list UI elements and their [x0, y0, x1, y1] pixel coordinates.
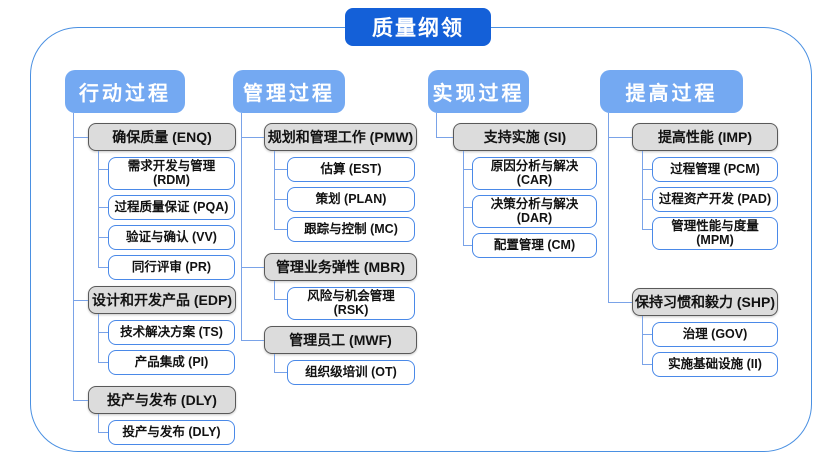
group-node[interactable]: 管理业务弹性 (MBR) — [264, 253, 417, 281]
group-item: 管理业务弹性 (MBR) 风险与机会管理 (RSK) — [241, 242, 417, 320]
leaf-item: 产品集成 (PI) — [98, 344, 236, 375]
leaf-item: 过程管理 (PCM) — [642, 151, 778, 182]
group-node[interactable]: 投产与发布 (DLY) — [88, 385, 236, 414]
leaf-list: 需求开发与管理 (RDM) 过程质量保证 (PQA) 验证与确认 (VV) 同行评审 … — [98, 151, 236, 280]
column-implementation: 实现过程支持实施 (SI) 原因分析与解决 (CAR) 决策分析与解决 (DAR) 配… — [428, 70, 597, 258]
leaf-node[interactable]: 投产与发布 (DLY) — [108, 419, 235, 445]
leaf-node[interactable]: 技术解决方案 (TS) — [108, 319, 235, 345]
column-header-improvement[interactable]: 提高过程 — [600, 70, 743, 113]
leaf-list: 风险与机会管理 (RSK) — [274, 281, 417, 320]
leaf-list: 技术解决方案 (TS) 产品集成 (PI) — [98, 313, 236, 375]
group-item: 保持习惯和毅力 (SHP) 治理 (GOV) 实施基础设施 (II) — [608, 249, 778, 377]
leaf-node[interactable]: 治理 (GOV) — [652, 321, 778, 347]
column-management: 管理过程规划和管理工作 (PMW) 估算 (EST) 策划 (PLAN) 跟踪与控制 … — [233, 70, 417, 385]
leaf-node[interactable]: 管理性能与度量 (MPM) — [652, 217, 778, 250]
leaf-item: 策划 (PLAN) — [274, 182, 417, 212]
leaf-list: 过程管理 (PCM) 过程资产开发 (PAD) 管理性能与度量 (MPM) — [642, 151, 778, 250]
group-node[interactable]: 设计和开发产品 (EDP) — [88, 285, 236, 314]
leaf-item: 过程资产开发 (PAD) — [642, 182, 778, 212]
leaf-item: 跟踪与控制 (MC) — [274, 212, 417, 242]
group-item: 管理员工 (MWF) 组织级培训 (OT) — [241, 319, 417, 385]
leaf-node[interactable]: 决策分析与解决 (DAR) — [472, 194, 597, 228]
leaf-node[interactable]: 产品集成 (PI) — [108, 349, 235, 375]
leaf-node[interactable]: 实施基础设施 (II) — [652, 351, 778, 377]
leaf-node[interactable]: 风险与机会管理 (RSK) — [287, 287, 415, 320]
leaf-node[interactable]: 配置管理 (CM) — [472, 232, 597, 258]
leaf-item: 治理 (GOV) — [642, 315, 778, 347]
column-action: 行动过程确保质量 (ENQ) 需求开发与管理 (RDM) 过程质量保证 (PQA) 验… — [65, 70, 236, 445]
leaf-list: 估算 (EST) 策划 (PLAN) 跟踪与控制 (MC) — [274, 151, 417, 242]
leaf-item: 组织级培训 (OT) — [274, 353, 417, 385]
column-header-management[interactable]: 管理过程 — [233, 70, 345, 113]
leaf-list: 组织级培训 (OT) — [274, 353, 417, 385]
leaf-node[interactable]: 策划 (PLAN) — [287, 187, 415, 212]
leaf-node[interactable]: 过程管理 (PCM) — [652, 157, 778, 182]
leaf-node[interactable]: 需求开发与管理 (RDM) — [108, 157, 235, 190]
leaf-item: 配置管理 (CM) — [463, 227, 597, 258]
leaf-item: 同行评审 (PR) — [98, 249, 236, 280]
leaf-item: 过程质量保证 (PQA) — [98, 189, 236, 220]
leaf-item: 投产与发布 (DLY) — [98, 413, 236, 445]
group-item: 支持实施 (SI) 原因分析与解决 (CAR) 决策分析与解决 (DAR) 配置管理 … — [436, 113, 597, 258]
group-item: 确保质量 (ENQ) 需求开发与管理 (RDM) 过程质量保证 (PQA) 验证与确认… — [73, 113, 236, 280]
column-header-action[interactable]: 行动过程 — [65, 70, 185, 113]
leaf-node[interactable]: 过程质量保证 (PQA) — [108, 194, 235, 220]
group-list: 规划和管理工作 (PMW) 估算 (EST) 策划 (PLAN) 跟踪与控制 (MC)… — [241, 113, 417, 385]
leaf-node[interactable]: 估算 (EST) — [287, 157, 415, 182]
group-list: 提高性能 (IMP) 过程管理 (PCM) 过程资产开发 (PAD) 管理性能与度量 … — [608, 113, 778, 377]
leaf-list: 投产与发布 (DLY) — [98, 413, 236, 445]
column-header-implementation[interactable]: 实现过程 — [428, 70, 529, 113]
group-node[interactable]: 管理员工 (MWF) — [264, 325, 417, 354]
leaf-item: 验证与确认 (VV) — [98, 219, 236, 250]
group-item: 设计和开发产品 (EDP) 技术解决方案 (TS) 产品集成 (PI) — [73, 279, 236, 375]
group-item: 投产与发布 (DLY) 投产与发布 (DLY) — [73, 374, 236, 445]
leaf-item: 管理性能与度量 (MPM) — [642, 212, 778, 250]
leaf-item: 估算 (EST) — [274, 151, 417, 182]
leaf-item: 需求开发与管理 (RDM) — [98, 151, 236, 190]
leaf-node[interactable]: 原因分析与解决 (CAR) — [472, 157, 597, 190]
leaf-item: 风险与机会管理 (RSK) — [274, 281, 417, 320]
group-node[interactable]: 规划和管理工作 (PMW) — [264, 123, 417, 151]
group-node[interactable]: 确保质量 (ENQ) — [88, 123, 236, 151]
group-node[interactable]: 支持实施 (SI) — [453, 123, 597, 151]
leaf-item: 实施基础设施 (II) — [642, 346, 778, 377]
group-list: 确保质量 (ENQ) 需求开发与管理 (RDM) 过程质量保证 (PQA) 验证与确认… — [73, 113, 236, 445]
leaf-node[interactable]: 验证与确认 (VV) — [108, 224, 235, 250]
group-item: 提高性能 (IMP) 过程管理 (PCM) 过程资产开发 (PAD) 管理性能与度量 … — [608, 113, 778, 250]
leaf-list: 治理 (GOV) 实施基础设施 (II) — [642, 315, 778, 377]
group-item: 规划和管理工作 (PMW) 估算 (EST) 策划 (PLAN) 跟踪与控制 (MC) — [241, 113, 417, 242]
leaf-node[interactable]: 跟踪与控制 (MC) — [287, 217, 415, 242]
column-improvement: 提高过程提高性能 (IMP) 过程管理 (PCM) 过程资产开发 (PAD) 管理性能… — [600, 70, 778, 377]
leaf-item: 决策分析与解决 (DAR) — [463, 189, 597, 228]
leaf-item: 技术解决方案 (TS) — [98, 313, 236, 345]
leaf-node[interactable]: 组织级培训 (OT) — [287, 359, 415, 385]
leaf-item: 原因分析与解决 (CAR) — [463, 151, 597, 190]
leaf-node[interactable]: 过程资产开发 (PAD) — [652, 187, 778, 212]
leaf-node[interactable]: 同行评审 (PR) — [108, 254, 235, 280]
group-node[interactable]: 保持习惯和毅力 (SHP) — [632, 287, 778, 316]
group-list: 支持实施 (SI) 原因分析与解决 (CAR) 决策分析与解决 (DAR) 配置管理 … — [436, 113, 597, 258]
leaf-list: 原因分析与解决 (CAR) 决策分析与解决 (DAR) 配置管理 (CM) — [463, 151, 597, 258]
group-node[interactable]: 提高性能 (IMP) — [632, 123, 778, 151]
title-node[interactable]: 质量纲领 — [345, 8, 491, 46]
